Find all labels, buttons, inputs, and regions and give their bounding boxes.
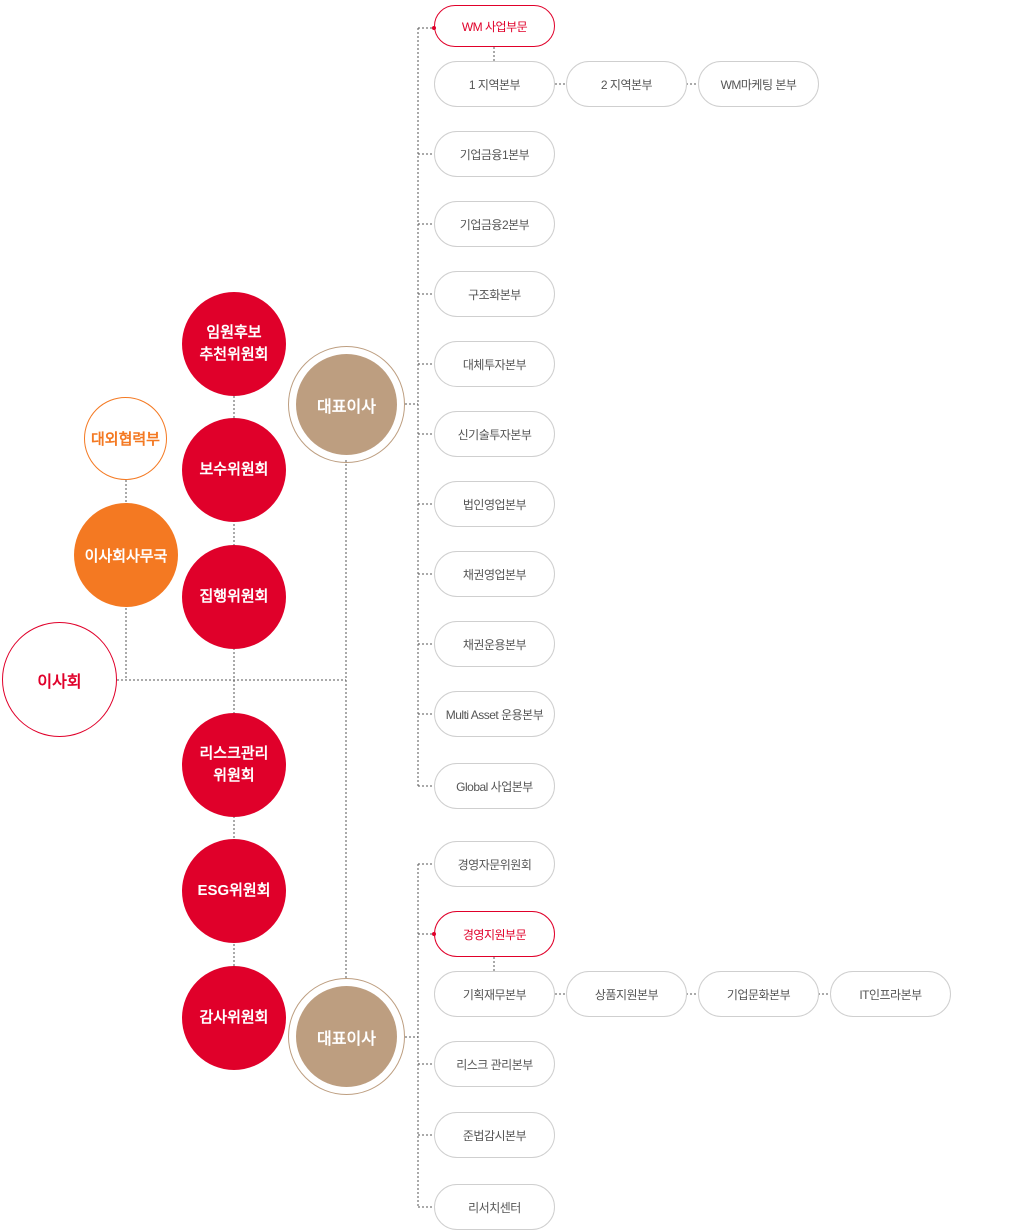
external-affairs-node[interactable]: 대외협력부: [84, 397, 167, 480]
unit-multi-asset[interactable]: Multi Asset 운용본부: [434, 691, 555, 737]
unit-advisory[interactable]: 경영자문위원회: [434, 841, 555, 887]
ceo-top-node[interactable]: 대표이사: [296, 354, 397, 455]
unit-corp-fin2[interactable]: 기업금융2본부: [434, 201, 555, 247]
unit-wm[interactable]: WM 사업부문: [434, 5, 555, 47]
unit-new-tech[interactable]: 신기술투자본부: [434, 411, 555, 457]
unit-bond-mgmt[interactable]: 채권운용본부: [434, 621, 555, 667]
unit-wm-region1[interactable]: 1 지역본부: [434, 61, 555, 107]
board-node[interactable]: 이사회: [2, 622, 117, 737]
mgmt-support-dot: [432, 932, 436, 936]
compensation-committee-node[interactable]: 보수위원회: [182, 418, 286, 522]
unit-planning[interactable]: 기획재무본부: [434, 971, 555, 1017]
nomination-committee-node[interactable]: 임원후보 추천위원회: [182, 292, 286, 396]
ceo-bottom-ring: [288, 978, 405, 1095]
unit-corp-fin1[interactable]: 기업금융1본부: [434, 131, 555, 177]
audit-committee-node[interactable]: 감사위원회: [182, 966, 286, 1070]
unit-it[interactable]: IT인프라본부: [830, 971, 951, 1017]
unit-wm-region2[interactable]: 2 지역본부: [566, 61, 687, 107]
unit-corp-sales[interactable]: 법인영업본부: [434, 481, 555, 527]
unit-product[interactable]: 상품지원본부: [566, 971, 687, 1017]
secretariat-node[interactable]: 이사회사무국: [74, 503, 178, 607]
unit-bond-sales[interactable]: 채권영업본부: [434, 551, 555, 597]
wm-dot: [432, 26, 436, 30]
unit-alt-invest[interactable]: 대체투자본부: [434, 341, 555, 387]
executive-committee-node[interactable]: 집행위원회: [182, 545, 286, 649]
unit-mgmt-support[interactable]: 경영지원부문: [434, 911, 555, 957]
unit-global[interactable]: Global 사업본부: [434, 763, 555, 809]
unit-wm-marketing[interactable]: WM마케팅 본부: [698, 61, 819, 107]
unit-risk-mgmt[interactable]: 리스크 관리본부: [434, 1041, 555, 1087]
unit-research[interactable]: 리서치센터: [434, 1184, 555, 1230]
esg-committee-node[interactable]: ESG위원회: [182, 839, 286, 943]
unit-structured[interactable]: 구조화본부: [434, 271, 555, 317]
ceo-bottom-node[interactable]: 대표이사: [296, 986, 397, 1087]
ceo-top-ring: [288, 346, 405, 463]
risk-committee-node[interactable]: 리스크관리 위원회: [182, 713, 286, 817]
unit-compliance[interactable]: 준법감시본부: [434, 1112, 555, 1158]
unit-culture[interactable]: 기업문화본부: [698, 971, 819, 1017]
